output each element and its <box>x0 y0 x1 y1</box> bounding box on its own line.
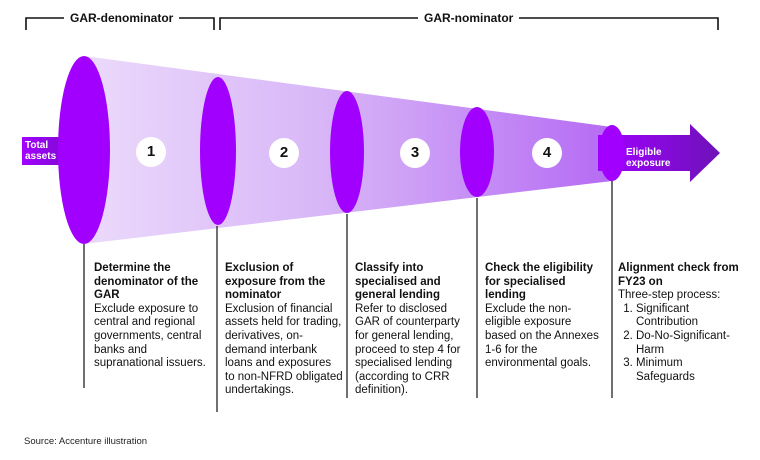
step-number-3: 3 <box>400 138 430 168</box>
alignment-check-intro: Three-step process: <box>618 289 721 302</box>
step-3-heading: Classify into specialised and general le… <box>355 262 441 302</box>
step-3-body: Refer to disclosed GAR of counterparty f… <box>355 302 461 397</box>
step-number-1: 1 <box>136 137 166 167</box>
step-2-description: Exclusion of exposure from the nominator… <box>225 262 343 398</box>
gar-denominator-label: GAR-denominator <box>64 11 180 25</box>
step-4-description: Check the eligibility for specialised le… <box>485 262 605 371</box>
step-3-description: Classify into specialised and general le… <box>355 262 475 398</box>
step-number-2: 2 <box>269 138 299 168</box>
source-note: Source: Accenture illustration <box>24 436 148 447</box>
step-4-body: Exclude the non-eligible exposure based … <box>485 302 599 370</box>
step-2-heading: Exclusion of exposure from the nominator <box>225 262 326 302</box>
alignment-check-heading: Alignment check from FY23 on <box>618 262 739 288</box>
step-2-body: Exclusion of financial assets held for t… <box>225 302 343 397</box>
alignment-check-description: Alignment check from FY23 on Three-step … <box>618 262 740 384</box>
alignment-item-2: Do-No-Significant-Harm <box>636 330 740 357</box>
output-arrow <box>598 124 720 182</box>
gar-nominator-label: GAR-nominator <box>418 11 520 25</box>
step-number-4: 4 <box>532 138 562 168</box>
step-4-heading: Check the eligibility for specialised le… <box>485 262 593 302</box>
alignment-check-list: Significant Contribution Do-No-Significa… <box>618 303 740 385</box>
alignment-item-1: Significant Contribution <box>636 303 740 330</box>
stage-ellipse-4 <box>460 107 494 197</box>
total-assets-label: Total assets <box>25 140 57 162</box>
stage-ellipse-2 <box>200 77 236 225</box>
eligible-exposure-label: Eligible exposure <box>626 147 671 169</box>
stage-ellipse-5 <box>599 125 625 181</box>
alignment-item-3: Minimum Safeguards <box>636 357 740 384</box>
stage-ellipse-1 <box>58 56 110 244</box>
step-1-description: Determine the denominator of the GAR Exc… <box>94 262 212 371</box>
stage-ellipse-3 <box>330 91 364 213</box>
step-1-body: Exclude exposure to central and regional… <box>94 302 206 370</box>
step-1-heading: Determine the denominator of the GAR <box>94 262 199 302</box>
